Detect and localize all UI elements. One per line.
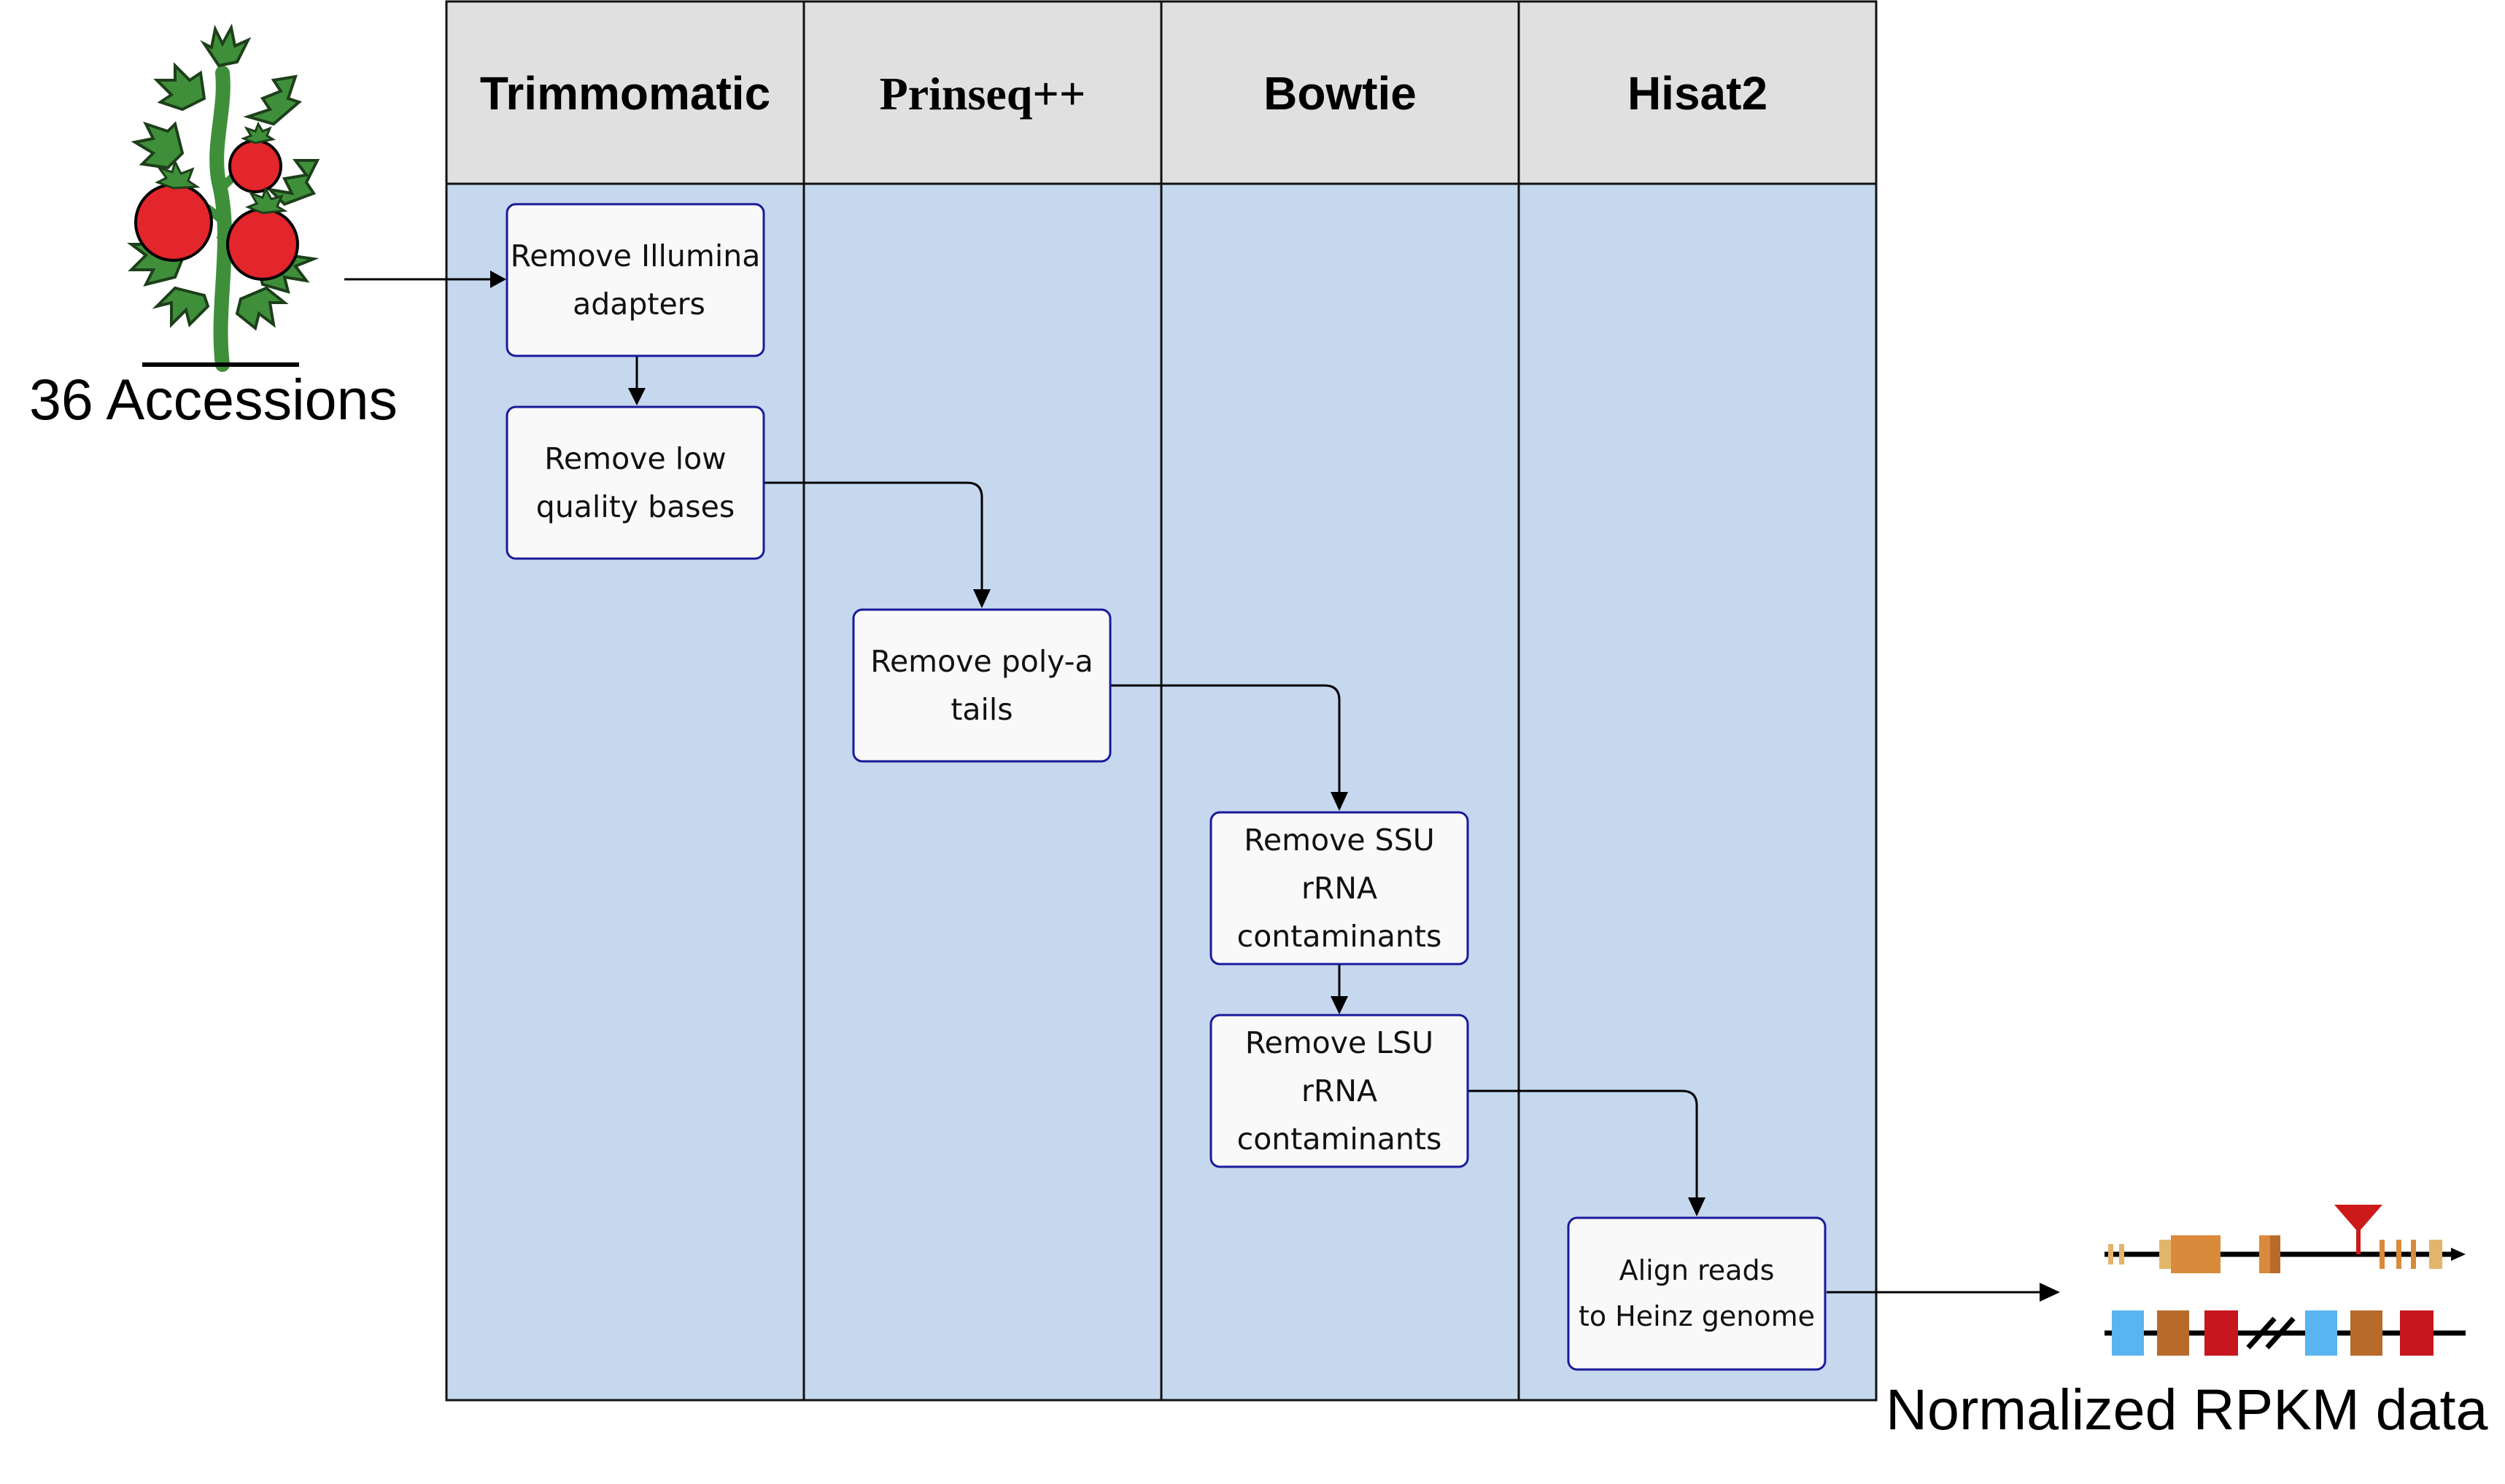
lane-title-prinseq: Prinseq++ <box>880 68 1086 120</box>
step-remove-lsu: Remove LSU rRNA contaminants <box>1209 1014 1469 1168</box>
tomato-plant-icon <box>127 23 320 372</box>
step-1-line-1: Remove Illumina <box>511 238 761 273</box>
input-label: 36 Accessions <box>29 367 398 432</box>
step-6-line-2: to Heinz genome <box>1579 1300 1815 1332</box>
step-5-line-1: Remove LSU <box>1245 1025 1433 1060</box>
step-4-line-3: contaminants <box>1237 919 1442 954</box>
step-align-reads: Align reads to Heinz genome <box>1567 1216 1827 1371</box>
step-5-line-2: rRNA <box>1301 1073 1377 1108</box>
step-3-line-2: tails <box>950 692 1013 727</box>
lane-title-bowtie: Bowtie <box>1263 67 1417 120</box>
step-remove-polya: Remove poly-a tails <box>852 608 1112 763</box>
step-1-line-2: adapters <box>573 287 705 322</box>
lane-title-trimmomatic: Trimmomatic <box>480 67 770 120</box>
step-remove-low-quality: Remove low quality bases <box>506 405 765 560</box>
connectors <box>344 271 2060 1302</box>
gene-model-icon <box>2105 1205 2466 1356</box>
step-5-line-3: contaminants <box>1237 1122 1442 1157</box>
step-3-line-1: Remove poly-a <box>870 644 1093 679</box>
step-2-line-1: Remove low <box>544 441 726 476</box>
arrow-quality-to-polya <box>763 481 983 599</box>
step-4-line-2: rRNA <box>1301 871 1377 906</box>
step-4-line-1: Remove SSU <box>1244 823 1434 858</box>
step-remove-adapters: Remove Illumina adapters <box>506 203 765 357</box>
step-6-line-1: Align reads <box>1619 1254 1775 1286</box>
output-label: Normalized RPKM data <box>1886 1377 2487 1442</box>
arrow-polya-to-ssu <box>1110 684 1341 802</box>
step-remove-ssu: Remove SSU rRNA contaminants <box>1209 811 1469 966</box>
lane-title-hisat2: Hisat2 <box>1627 67 1768 120</box>
arrow-lsu-to-align <box>1468 1089 1698 1208</box>
swimlane-table: Trimmomatic Prinseq++ Bowtie Hisat2 <box>445 0 1878 1402</box>
step-2-line-2: quality bases <box>536 489 735 524</box>
